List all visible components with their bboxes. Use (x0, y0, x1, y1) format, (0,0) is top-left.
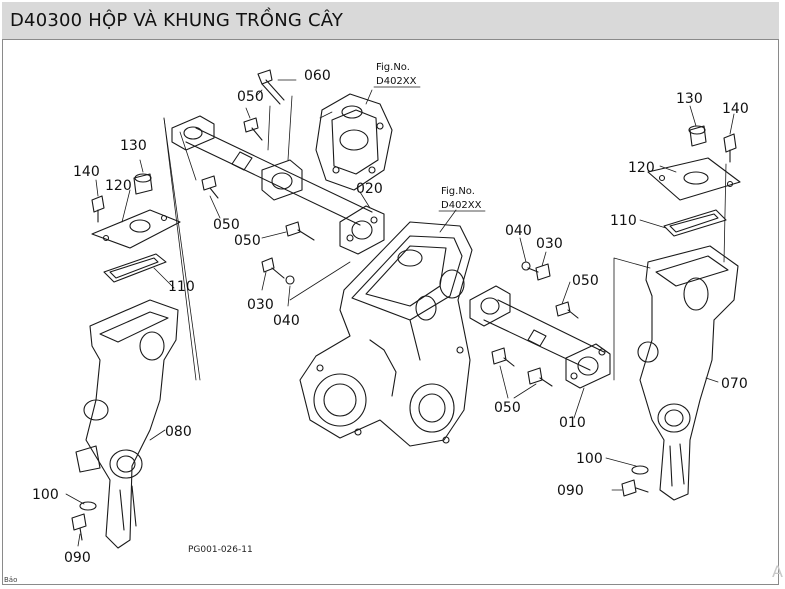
callout-010: 010 (559, 415, 586, 431)
fig-ref-1-line2: D402XX (376, 76, 417, 87)
callout-090-right: 090 (557, 483, 584, 499)
bolt-050-top (243, 117, 263, 141)
callout-070: 070 (721, 376, 748, 392)
callout-140-right: 140 (722, 101, 749, 117)
left-planting-frame-080 (71, 173, 181, 549)
page-title: D40300 HỘP VÀ KHUNG TRỒNG CÂY (10, 10, 344, 31)
fig-ref-2-line1: Fig.No. (441, 186, 475, 197)
callout-120-right: 120 (628, 160, 655, 176)
callout-130-left: 130 (120, 138, 147, 154)
center-frame-housing (299, 221, 473, 447)
corner-mark: A (772, 562, 783, 581)
bolt-060 (257, 69, 285, 105)
fig-ref-underlines (373, 86, 486, 212)
callout-050-bottom: 050 (494, 400, 521, 416)
upper-gearbox-housing (315, 93, 393, 191)
callout-100-left: 100 (32, 487, 59, 503)
callout-100-right: 100 (576, 451, 603, 467)
callout-120-left: 120 (105, 178, 132, 194)
bolt-030-right (521, 261, 551, 281)
callout-060: 060 (304, 68, 331, 84)
fig-ref-1-line1: Fig.No. (376, 62, 410, 73)
bolt-050-right (555, 301, 579, 319)
callout-080: 080 (165, 424, 192, 440)
bolt-050-mid (201, 175, 219, 199)
callout-040-right: 040 (505, 223, 532, 239)
callout-110-right: 110 (610, 213, 637, 229)
shaft-assembly-020 (171, 115, 385, 255)
callout-030-left: 030 (247, 297, 274, 313)
callout-050-top: 050 (237, 89, 264, 105)
figure-code: PG001-026-11 (188, 545, 253, 555)
shaft-assembly-010 (469, 285, 611, 389)
callout-090-left: 090 (64, 550, 91, 566)
fig-ref-2-line2: D402XX (441, 200, 482, 211)
bolt-030-left (261, 257, 295, 285)
callout-labels: 060 050 130 140 120 020 050 050 110 030 … (32, 62, 749, 566)
callout-040-left: 040 (273, 313, 300, 329)
footer-note: Bảo (4, 576, 18, 584)
bolt-050-bottom (491, 347, 553, 387)
title-bar: D40300 HỘP VÀ KHUNG TRỒNG CÂY (2, 2, 779, 40)
callout-030-right: 030 (536, 236, 563, 252)
right-planting-frame-070 (621, 125, 741, 501)
callout-050-right: 050 (572, 273, 599, 289)
callout-020: 020 (356, 181, 383, 197)
callout-110-left: 110 (168, 279, 195, 295)
callout-050-mid1: 050 (213, 217, 240, 233)
bolt-050-mid2 (285, 221, 315, 241)
callout-140-left: 140 (73, 164, 100, 180)
callout-050-mid2: 050 (234, 233, 261, 249)
leader-lines (65, 79, 735, 547)
callout-130-right: 130 (676, 91, 703, 107)
